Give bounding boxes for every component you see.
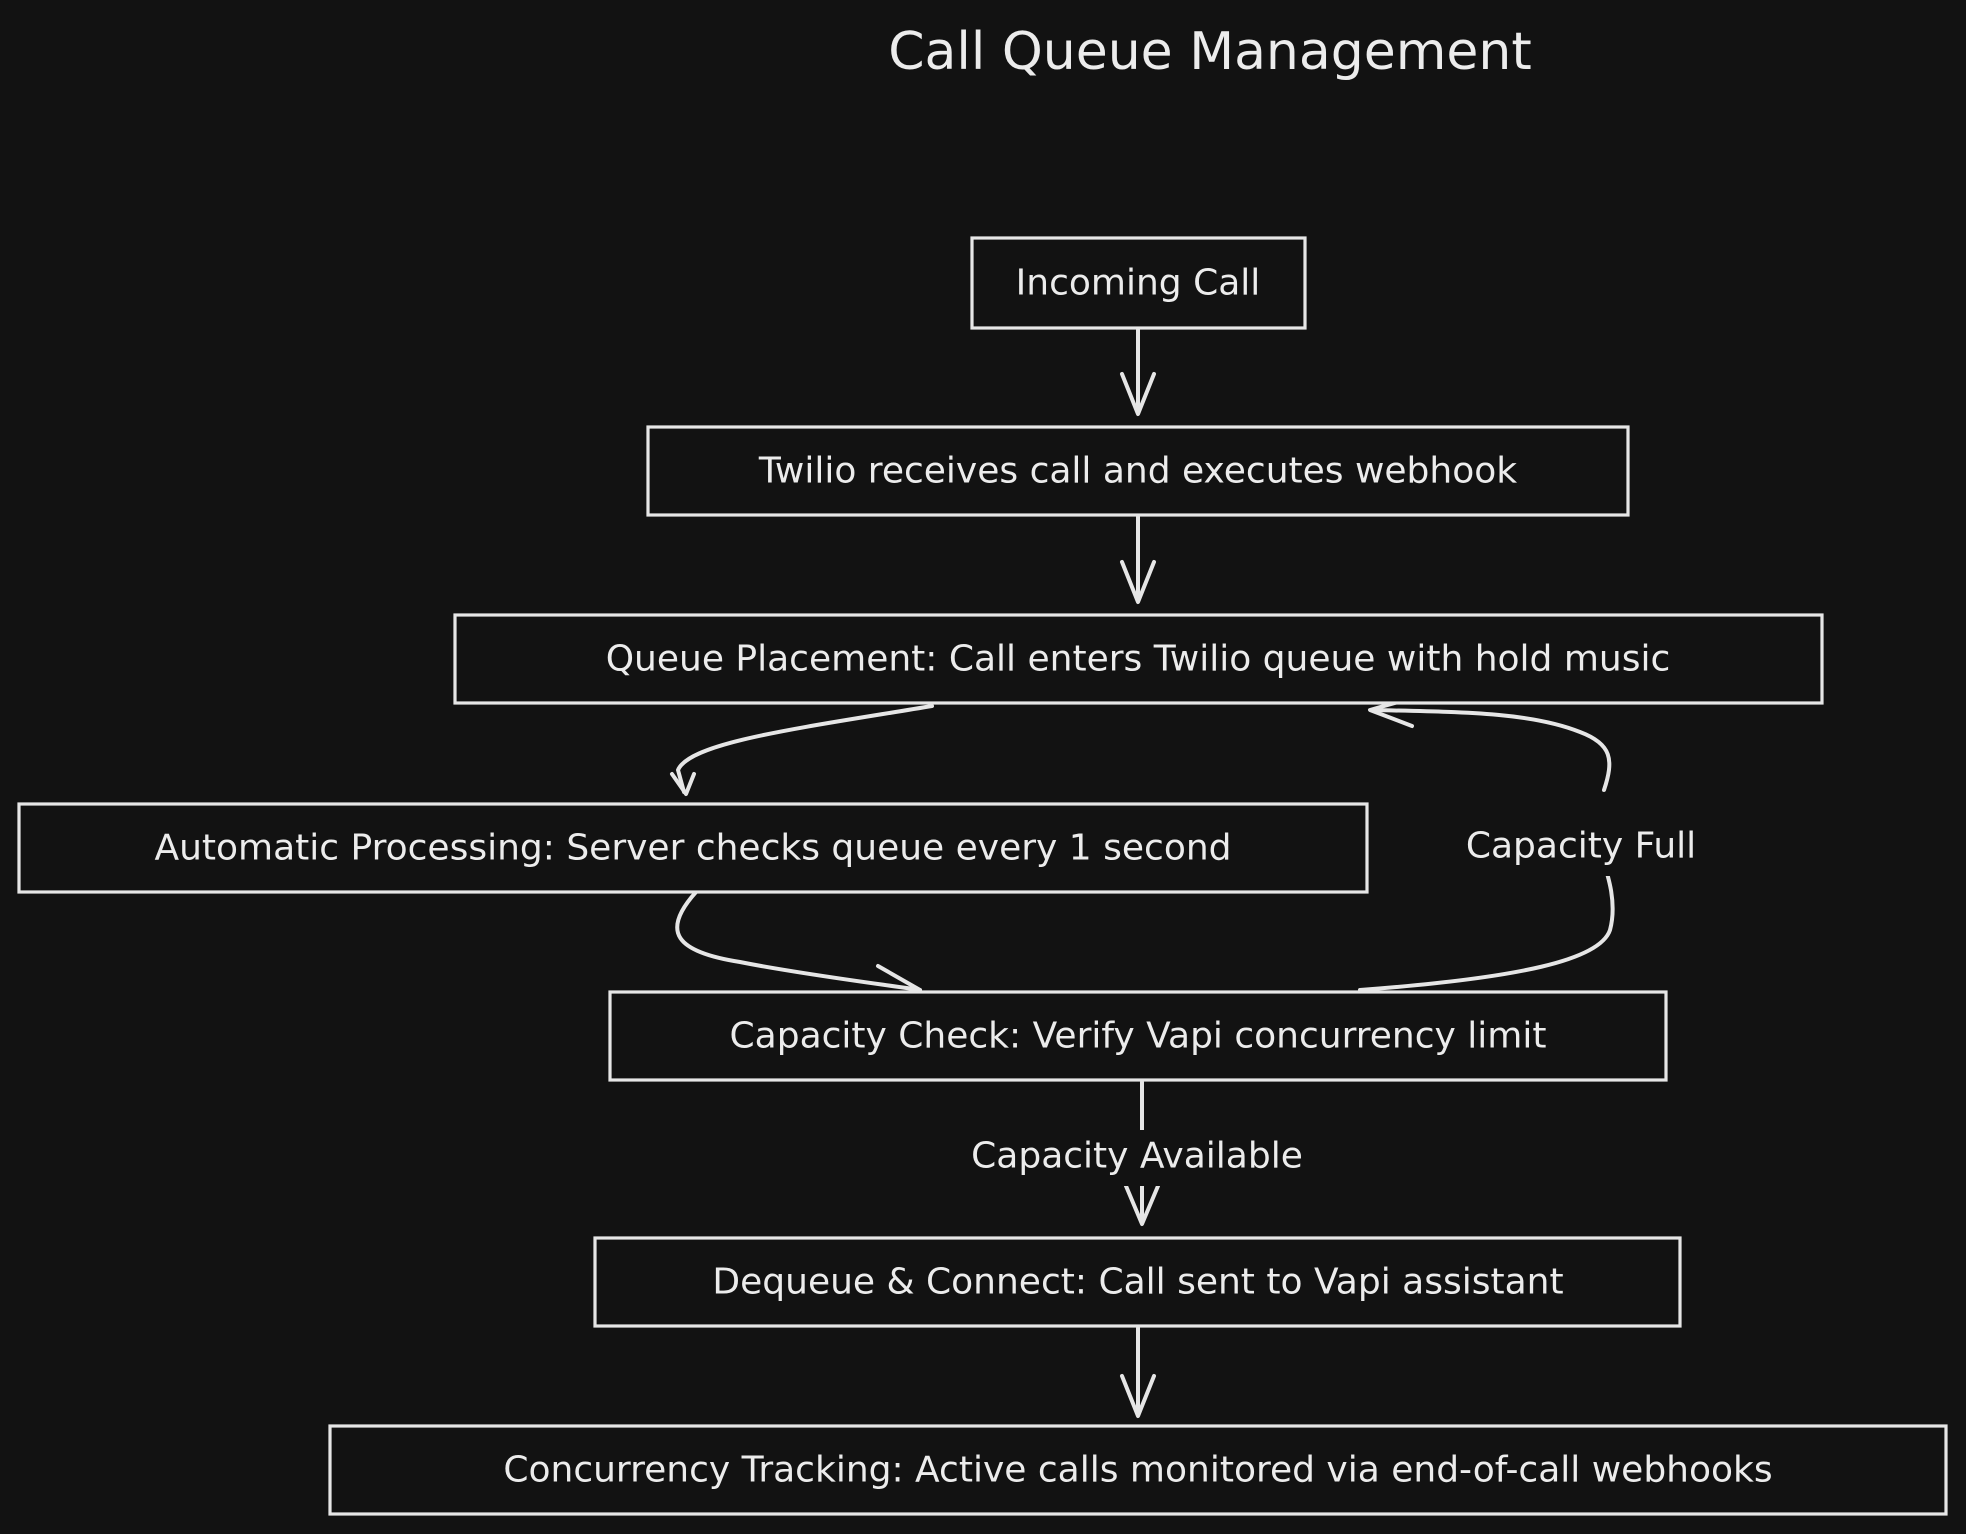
edge-label-capacity-full: Capacity Full bbox=[1452, 820, 1708, 876]
node-incoming-call: Incoming Call bbox=[970, 236, 1307, 330]
edge-processing-to-capacity bbox=[675, 890, 922, 1002]
node-incoming-call-label: Incoming Call bbox=[1016, 263, 1261, 304]
node-twilio-webhook: Twilio receives call and executes webhoo… bbox=[646, 425, 1630, 517]
edge-incoming-to-twilio bbox=[1120, 328, 1156, 416]
node-automatic-processing-label: Automatic Processing: Server checks queu… bbox=[154, 828, 1231, 869]
node-capacity-check-label: Capacity Check: Verify Vapi concurrency … bbox=[730, 1016, 1547, 1057]
edge-twilio-to-queue bbox=[1120, 514, 1156, 604]
edge-label-capacity-available: Capacity Available bbox=[958, 1130, 1316, 1186]
node-twilio-webhook-label: Twilio receives call and executes webhoo… bbox=[758, 451, 1517, 492]
node-concurrency-tracking-label: Concurrency Tracking: Active calls monit… bbox=[503, 1450, 1772, 1491]
node-capacity-check: Capacity Check: Verify Vapi concurrency … bbox=[608, 990, 1668, 1082]
node-dequeue-connect-label: Dequeue & Connect: Call sent to Vapi ass… bbox=[712, 1262, 1563, 1303]
edge-dequeue-to-tracking bbox=[1120, 1326, 1156, 1418]
node-automatic-processing: Automatic Processing: Server checks queu… bbox=[17, 802, 1369, 894]
edge-queue-to-processing bbox=[670, 704, 934, 796]
node-queue-placement: Queue Placement: Call enters Twilio queu… bbox=[453, 613, 1824, 705]
node-queue-placement-label: Queue Placement: Call enters Twilio queu… bbox=[606, 639, 1671, 680]
diagram-title: Call Queue Management bbox=[888, 22, 1532, 82]
node-dequeue-connect: Dequeue & Connect: Call sent to Vapi ass… bbox=[593, 1236, 1682, 1328]
capacity-full-label: Capacity Full bbox=[1466, 826, 1696, 867]
capacity-available-label: Capacity Available bbox=[971, 1136, 1303, 1177]
node-concurrency-tracking: Concurrency Tracking: Active calls monit… bbox=[328, 1424, 1948, 1516]
